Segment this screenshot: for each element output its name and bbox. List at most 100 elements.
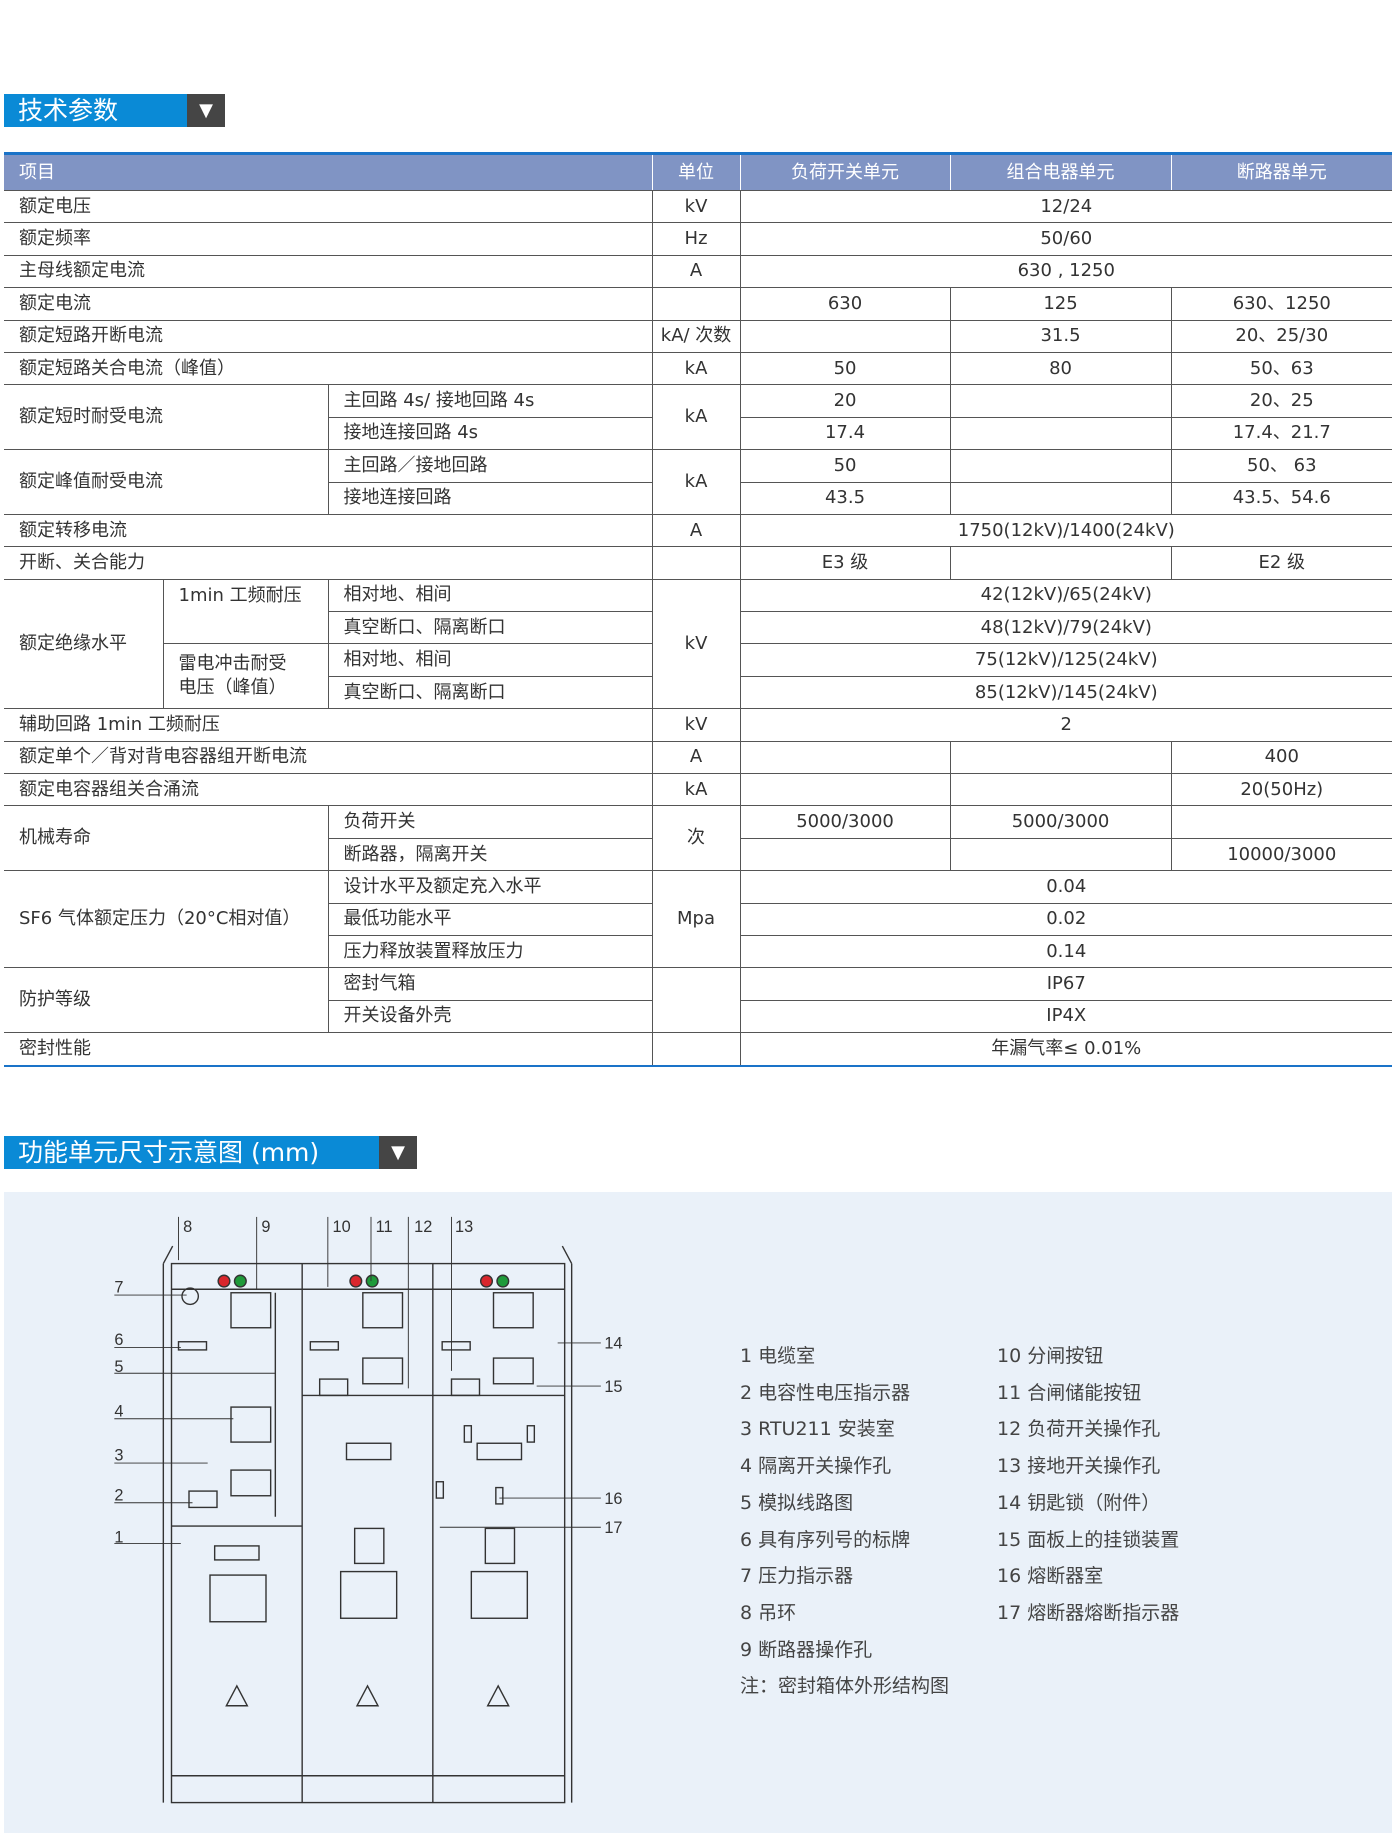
param-label: 辅助回路 1min 工频耐压	[4, 708, 653, 742]
value: 0.02	[739, 902, 1393, 936]
legend-item: 10 分闸按钮	[997, 1345, 1104, 1367]
value: 43.5、54.6	[1170, 481, 1393, 515]
param-label: 主母线额定电流	[4, 254, 653, 289]
value: 400	[1170, 740, 1393, 775]
value	[949, 546, 1172, 580]
value: IP67	[739, 967, 1393, 1001]
sub-label: 主回路／接地回路	[327, 449, 653, 483]
value: 80	[949, 351, 1172, 386]
legend-item: 9 断路器操作孔	[740, 1638, 873, 1661]
table-header: 项目 单位 负荷开关单元 组合电器单元 断路器单元	[4, 153, 1393, 191]
section-title-text: 功能单元尺寸示意图 (mm)	[4, 1136, 379, 1169]
param-label: 额定绝缘水平	[4, 578, 164, 710]
unit: kA	[651, 773, 741, 807]
value: 42(12kV)/65(24kV)	[739, 578, 1393, 613]
legend-item: 17 熔断器熔断指示器	[997, 1601, 1180, 1624]
unit: Mpa	[651, 870, 741, 969]
value	[949, 481, 1172, 515]
value	[949, 416, 1172, 451]
param-label: 机械寿命	[4, 805, 329, 872]
legend-item: 14 钥匙锁（附件）	[997, 1491, 1161, 1514]
sub-label: 真空断口、隔离断口	[328, 611, 653, 645]
value	[949, 740, 1172, 775]
triangle-down-icon[interactable]: ▼	[187, 94, 225, 127]
value: 85(12kV)/145(24kV)	[739, 675, 1393, 710]
value	[949, 449, 1172, 483]
legend-item: 11 合闸储能按钮	[997, 1381, 1142, 1404]
group-label: 雷电冲击耐受电压（峰值）	[163, 643, 329, 710]
value	[739, 837, 951, 872]
value: 50	[739, 449, 951, 483]
table-row: 密封性能年漏气率≤ 0.01%	[4, 1032, 1393, 1067]
unit: A	[651, 513, 741, 548]
value: 43.5	[739, 481, 951, 515]
section-title-tech-params: 技术参数 ▼	[4, 94, 225, 127]
unit: A	[651, 254, 741, 289]
value: 17.4、21.7	[1170, 416, 1393, 451]
value: 20(50Hz)	[1170, 773, 1393, 807]
sub-label: 密封气箱	[327, 967, 653, 1001]
sub-label: 接地连接回路	[328, 481, 653, 515]
param-label: 额定短时耐受电流	[4, 384, 329, 451]
value: 0.14	[739, 934, 1393, 969]
unit: 次	[651, 805, 741, 872]
value: 20、25	[1170, 384, 1393, 418]
param-label: 防护等级	[4, 967, 329, 1034]
unit: kA	[651, 351, 741, 386]
value: E2 级	[1170, 546, 1393, 580]
legend-item: 8 吊环	[740, 1601, 797, 1624]
param-label: 额定电压	[4, 189, 653, 224]
value: 5000/3000	[739, 805, 951, 839]
value: 630、1250	[1170, 287, 1393, 321]
value: 0.04	[739, 870, 1393, 904]
value: 50、 63	[1170, 449, 1393, 483]
legend-item: 15 面板上的挂锁装置	[997, 1528, 1180, 1551]
value: 17.4	[739, 416, 951, 451]
value: E3 级	[739, 546, 951, 580]
legend-item: 13 接地开关操作孔	[997, 1455, 1161, 1478]
header-load-switch: 负荷开关单元	[739, 153, 951, 191]
unit: kV	[651, 708, 741, 742]
value	[739, 319, 951, 353]
legend-item: 3 RTU211 安装室	[740, 1418, 895, 1441]
sub-label: 真空断口、隔离断口	[328, 675, 653, 710]
value: 2	[739, 708, 1393, 742]
value	[949, 837, 1172, 872]
value: 50	[739, 351, 951, 386]
value	[949, 384, 1172, 418]
value: 125	[949, 287, 1172, 321]
diagram-panel	[4, 1192, 1392, 1833]
sub-label: 设计水平及额定充入水平	[327, 870, 653, 904]
unit	[651, 287, 741, 321]
table-row: 防护等级密封气箱 IP67	[4, 967, 1393, 1034]
value	[949, 773, 1172, 807]
header-combined: 组合电器单元	[949, 153, 1172, 191]
value: 50、63	[1170, 351, 1393, 386]
sub-label: 主回路 4s/ 接地回路 4s	[327, 384, 653, 418]
param-label: 额定电容器组关合涌流	[4, 773, 653, 807]
value	[739, 740, 951, 775]
legend-item: 12 负荷开关操作孔	[997, 1418, 1161, 1441]
param-label: 额定电流	[4, 287, 653, 321]
legend-item: 5 模拟线路图	[740, 1491, 854, 1514]
value: 12/24	[739, 189, 1393, 224]
param-label: 额定单个／背对背电容器组开断电流	[4, 740, 653, 775]
legend-item: 2 电容性电压指示器	[740, 1381, 911, 1404]
sub-label: 相对地、相间	[327, 643, 653, 677]
unit: kA	[651, 449, 741, 515]
value: 20	[739, 384, 951, 418]
param-label: 额定频率	[4, 222, 653, 256]
triangle-down-icon[interactable]: ▼	[379, 1136, 417, 1169]
